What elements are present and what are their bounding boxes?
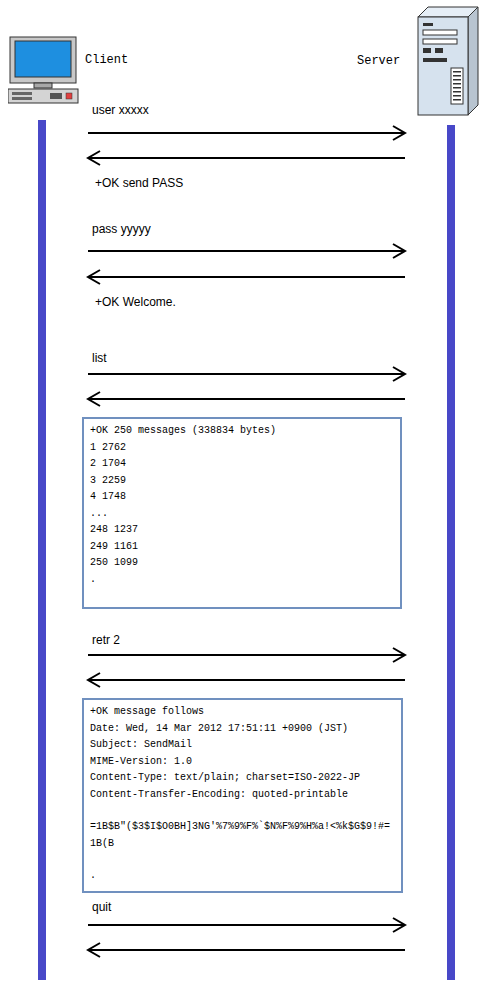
message-arrow [88,918,405,932]
server-actor: Server [405,5,482,980]
message-arrow [88,648,405,662]
tower-side [468,7,478,115]
actor-label: Client [85,53,128,67]
response-line: Date: Wed, 14 Mar 2012 17:51:11 +0900 (J… [90,721,395,738]
power-button [66,93,72,99]
message-arrow [88,270,405,284]
message-arrow [88,367,405,381]
response-line: 248 1237 [90,522,394,539]
slot [423,23,433,26]
screen [15,41,71,77]
response-box: +OK message followsDate: Wed, 14 Mar 201… [82,698,403,893]
response-box: +OK 250 messages (338834 bytes)1 27622 1… [82,417,402,609]
icon [8,35,88,984]
message-arrow [88,126,405,140]
slot [423,58,447,62]
actor-label: Server [357,54,400,68]
client-illustration [8,35,88,980]
tower-front [418,17,468,115]
server-illustration [405,5,482,980]
button [423,48,431,53]
response-line: 250 1099 [90,555,394,572]
icon [405,5,482,984]
response-line: Content-Transfer-Encoding: quoted-printa… [90,787,395,804]
message-label: pass yyyyy [90,222,153,236]
response-line: MIME-Version: 1.0 [90,754,395,771]
pc-case [8,89,78,103]
client-actor: Client [8,35,88,980]
response-line: Content-Type: text/plain; charset=ISO-20… [90,770,395,787]
response-line: 4 1748 [90,489,394,506]
drive-bay [423,39,457,44]
message-label: +OK send PASS [93,176,185,190]
response-line: ... [90,506,394,523]
response-line: 1B(B [90,836,395,853]
response-line: 249 1161 [90,539,394,556]
drive-slot [12,97,32,100]
response-line: . [90,868,395,885]
lifeline [447,125,455,980]
lifeline [38,120,46,980]
message-arrow [88,943,405,957]
drive-bay [423,30,457,35]
monitor [10,37,76,83]
panel [50,93,62,99]
message-label: list [90,351,109,365]
message-label: retr 2 [90,633,122,647]
drive-slot [12,92,32,95]
message-arrow [88,151,405,165]
response-line: 3 2259 [90,473,394,490]
message-arrow [88,673,405,687]
response-line: =1B$B"($3$I$O0BH]3NG'%7%9%F%`$N%F%9%H%a!… [90,819,395,836]
button [435,48,443,53]
response-line: 2 1704 [90,456,394,473]
response-line: Subject: SendMail [90,737,395,754]
response-line: +OK 250 messages (338834 bytes) [90,423,394,440]
message-arrow [88,392,405,406]
response-line: +OK message follows [90,704,395,721]
vents [453,71,461,101]
message-label: +OK Welcome. [93,295,178,309]
message-arrow [88,244,405,258]
response-line: . [90,572,394,589]
stand [34,83,52,88]
message-label: quit [90,900,113,914]
vent-panel [451,68,463,104]
message-label: user xxxxx [90,103,151,117]
response-line: 1 2762 [90,440,394,457]
